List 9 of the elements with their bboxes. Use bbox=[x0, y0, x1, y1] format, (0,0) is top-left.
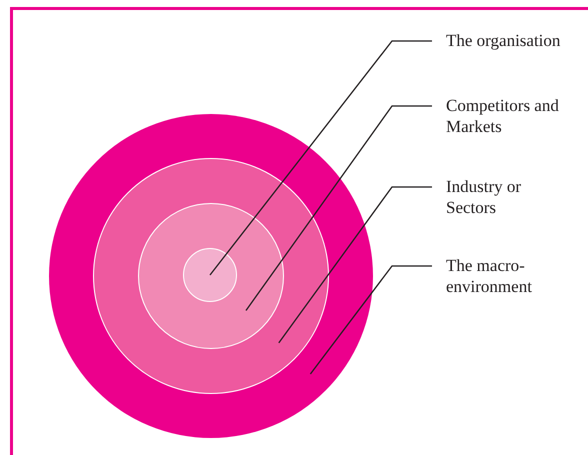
leader-line bbox=[310, 265, 432, 374]
callout-label: Industry or Sectors bbox=[432, 176, 566, 218]
callout-label: Competitors and Markets bbox=[432, 95, 566, 137]
ring-circle bbox=[183, 248, 237, 302]
callout-label: The organisation bbox=[432, 30, 566, 51]
leader-line bbox=[245, 105, 432, 311]
callout-label: The macro-environment bbox=[432, 255, 566, 297]
leader-line bbox=[278, 186, 432, 344]
leader-line bbox=[209, 40, 432, 276]
